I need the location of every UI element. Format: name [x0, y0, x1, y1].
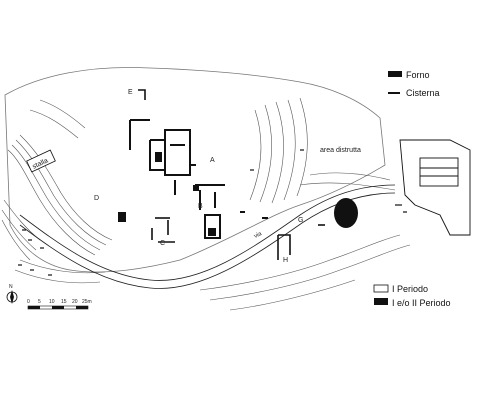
building-complex-a: [129, 119, 225, 239]
scale-tick-25m: 25m: [82, 299, 92, 305]
contour-lines-right: [199, 97, 411, 311]
scale-bar: 0 5 10 15 20 25m: [27, 299, 92, 310]
legend-forno-symbol: [388, 71, 402, 77]
legend-top: Forno Cisterna: [388, 70, 440, 98]
scale-tick-20: 20: [72, 299, 78, 305]
scale-tick-15: 15: [61, 299, 67, 305]
building-c: [151, 217, 175, 243]
label-area-distrutta: area distrutta: [320, 147, 361, 154]
label-d: D: [94, 195, 99, 202]
legend-cisterna-label: Cisterna: [406, 88, 440, 98]
label-a: A: [210, 157, 215, 164]
legend-period-i-symbol: [373, 284, 389, 293]
building-gh: [277, 224, 325, 260]
scattered-wall-fragments: [18, 149, 407, 276]
road-label: via: [253, 231, 263, 240]
scale-tick-10: 10: [49, 299, 55, 305]
site-outline: [4, 67, 386, 273]
road: [19, 184, 396, 289]
legend-forno-label: Forno: [406, 70, 430, 80]
label-g: G: [298, 217, 303, 224]
scale-tick-5: 5: [38, 299, 41, 305]
stalla-label-group: stalla: [26, 149, 56, 173]
cisterna-large: [334, 198, 358, 228]
legend-period-ii-symbol: [374, 298, 388, 305]
label-e: E: [128, 89, 133, 96]
legend-bottom: I Periodo I e/o II Periodo: [373, 284, 451, 308]
scale-tick-0: 0: [27, 299, 30, 305]
legend-period-i-label: I Periodo: [392, 284, 428, 294]
north-arrow: N: [6, 284, 18, 304]
east-enclosure: [399, 139, 471, 236]
label-c: C: [160, 240, 165, 247]
label-b: B: [198, 203, 203, 210]
forno-markers: [118, 152, 216, 236]
building-e: [138, 89, 146, 100]
label-h: H: [283, 257, 288, 264]
contour-lines-left: [1, 99, 113, 284]
north-label: N: [9, 284, 13, 290]
cisterna-markers: [190, 164, 268, 219]
legend-period-ii-label: I e/o II Periodo: [392, 298, 451, 308]
